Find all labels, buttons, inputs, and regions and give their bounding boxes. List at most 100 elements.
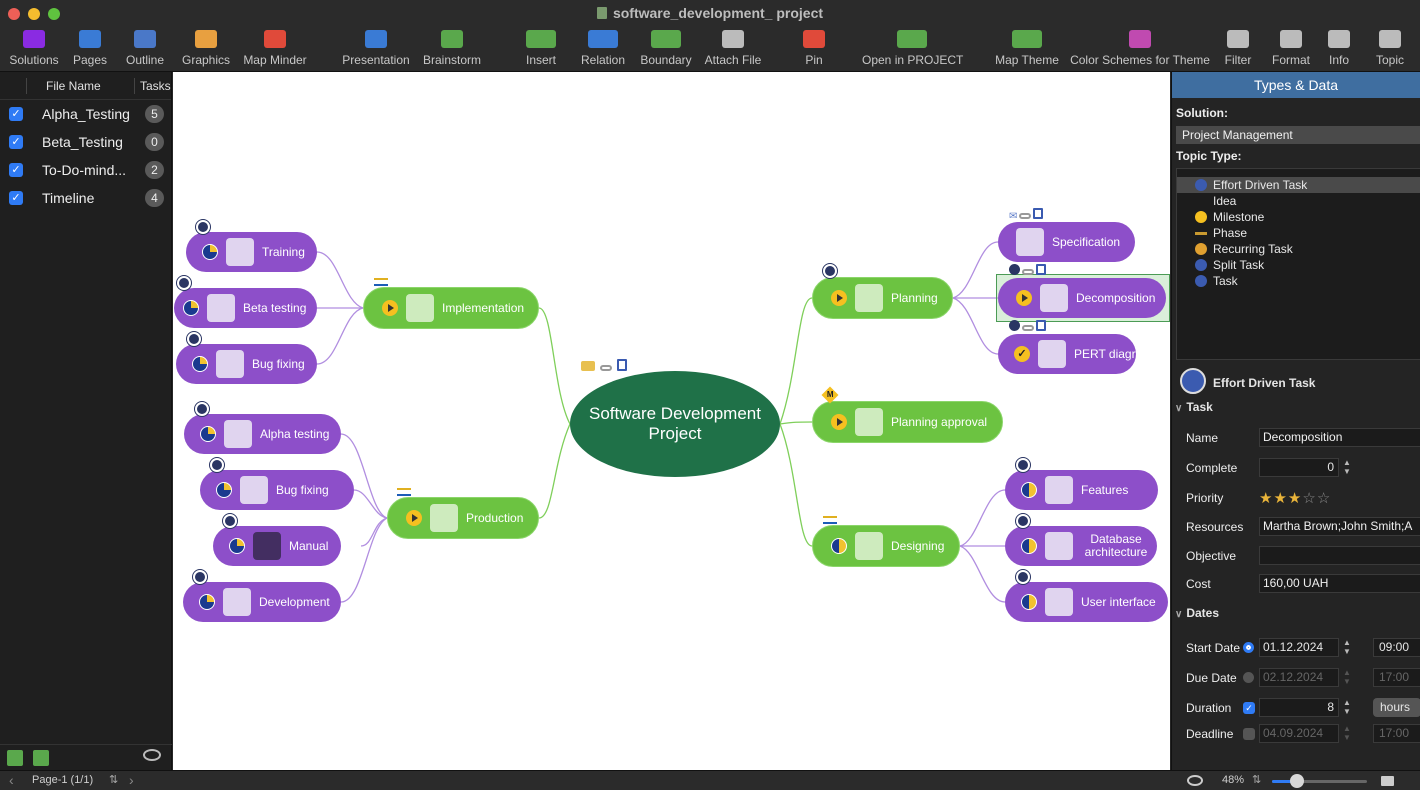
boundary-button[interactable]: Boundary xyxy=(638,28,694,72)
info-button[interactable]: Info xyxy=(1322,28,1356,72)
previous-page-button[interactable]: ‹ xyxy=(9,772,14,788)
cost-field[interactable]: 160,00 UAH xyxy=(1259,574,1420,593)
link-icon[interactable] xyxy=(1022,325,1034,331)
minimize-window-button[interactable] xyxy=(28,8,40,20)
fit-to-window-icon[interactable] xyxy=(1381,776,1394,786)
deadline-checkbox[interactable] xyxy=(1243,728,1255,740)
topic-button[interactable]: Topic xyxy=(1370,28,1410,72)
add-map-icon[interactable] xyxy=(7,750,23,766)
close-window-button[interactable] xyxy=(8,8,20,20)
open-in-project-button[interactable]: Open in PROJECT xyxy=(862,28,963,72)
eye-hidden-icon[interactable] xyxy=(143,749,161,761)
dates-section-header[interactable]: ∨Dates xyxy=(1172,606,1219,620)
zoom-slider-handle[interactable] xyxy=(1289,774,1304,788)
topic-database-architecture[interactable]: Database architecture xyxy=(1005,526,1157,566)
topic-production[interactable]: Production xyxy=(387,497,539,539)
start-time-field[interactable]: 09:00 xyxy=(1373,638,1420,657)
due-date-stepper[interactable]: ▲▼ xyxy=(1343,668,1351,686)
note-icon[interactable] xyxy=(1036,320,1046,331)
presentation-button[interactable]: Presentation xyxy=(338,28,414,72)
central-topic[interactable]: Software Development Project xyxy=(570,371,780,477)
file-checkbox[interactable]: ✓ xyxy=(9,135,23,149)
next-page-button[interactable]: › xyxy=(129,772,134,788)
topic-user-interface[interactable]: User interface xyxy=(1005,582,1168,622)
name-field[interactable]: Decomposition xyxy=(1259,428,1420,447)
format-button[interactable]: Format xyxy=(1268,28,1314,72)
filter-button[interactable]: Filter xyxy=(1220,28,1256,72)
note-icon[interactable] xyxy=(1033,208,1044,219)
topic-bug-fixing-prod[interactable]: Bug fixing xyxy=(200,470,354,510)
mail-icon[interactable]: ✉ xyxy=(1009,211,1018,222)
topic-development[interactable]: Development xyxy=(183,582,341,622)
map-minder-button[interactable]: Map Minder xyxy=(242,28,308,72)
topic-pert-diagram[interactable]: ✓ PERT diagram xyxy=(998,334,1152,374)
duration-unit-select[interactable]: hours xyxy=(1373,698,1420,717)
file-checkbox[interactable]: ✓ xyxy=(9,107,23,121)
topic-planning-approval[interactable]: Planning approval xyxy=(812,401,1003,443)
map-theme-button[interactable]: Map Theme xyxy=(992,28,1062,72)
file-checkbox[interactable]: ✓ xyxy=(9,191,23,205)
file-name-column-header[interactable]: File Name xyxy=(46,79,101,93)
objective-field[interactable] xyxy=(1259,546,1420,565)
zoom-slider[interactable] xyxy=(1272,774,1367,788)
start-date-radio[interactable] xyxy=(1243,642,1254,653)
folder-icon[interactable] xyxy=(581,361,595,371)
complete-field[interactable]: 0 xyxy=(1259,458,1339,477)
start-date-field[interactable]: 01.12.2024 xyxy=(1259,638,1339,657)
page-stepper[interactable]: ⇅ xyxy=(109,774,119,786)
relation-button[interactable]: Relation xyxy=(576,28,630,72)
solutions-button[interactable]: Solutions xyxy=(8,28,60,72)
zoom-window-button[interactable] xyxy=(48,8,60,20)
topic-type-item[interactable]: Milestone xyxy=(1177,209,1420,225)
mind-map-canvas[interactable]: Software Development Project Implementat… xyxy=(173,72,1170,770)
topic-bug-fixing-impl[interactable]: Bug fixing xyxy=(176,344,317,384)
topic-designing[interactable]: Designing xyxy=(812,525,960,567)
star-filled-icon[interactable]: ★ xyxy=(1273,490,1288,507)
pin-button[interactable]: Pin xyxy=(798,28,830,72)
star-empty-icon[interactable]: ☆ xyxy=(1316,490,1332,507)
topic-type-item[interactable]: Idea xyxy=(1177,193,1420,209)
deadline-stepper[interactable]: ▲▼ xyxy=(1343,724,1351,742)
topic-type-item[interactable]: Task xyxy=(1177,273,1420,289)
star-empty-icon[interactable]: ☆ xyxy=(1302,490,1317,507)
duration-checkbox[interactable]: ✓ xyxy=(1243,702,1255,714)
color-schemes-button[interactable]: Color Schemes for Theme xyxy=(1070,28,1210,72)
note-icon[interactable] xyxy=(1036,264,1046,275)
topic-type-item[interactable]: Effort Driven Task xyxy=(1177,177,1420,193)
add-linked-map-icon[interactable] xyxy=(33,750,49,766)
tasks-column-header[interactable]: Tasks xyxy=(140,79,171,93)
link-icon[interactable] xyxy=(599,365,612,371)
link-icon[interactable] xyxy=(1022,269,1034,275)
topic-decomposition[interactable]: Decomposition xyxy=(998,278,1166,318)
topic-manual[interactable]: Manual xyxy=(213,526,341,566)
due-time-field[interactable]: 17:00 xyxy=(1373,668,1420,687)
start-date-stepper[interactable]: ▲▼ xyxy=(1343,638,1351,656)
duration-stepper[interactable]: ▲▼ xyxy=(1343,698,1351,716)
solution-select[interactable]: Project Management xyxy=(1176,126,1420,144)
task-section-header[interactable]: ∨Task xyxy=(1172,400,1213,414)
graphics-button[interactable]: Graphics xyxy=(180,28,232,72)
star-filled-icon[interactable]: ★ xyxy=(1287,490,1303,507)
zoom-stepper[interactable]: ⇅ xyxy=(1252,774,1262,786)
brainstorm-button[interactable]: Brainstorm xyxy=(420,28,484,72)
deadline-date-field[interactable]: 04.09.2024 xyxy=(1259,724,1339,743)
note-icon[interactable] xyxy=(616,359,627,371)
pages-button[interactable]: Pages xyxy=(70,28,110,72)
topic-features[interactable]: Features xyxy=(1005,470,1158,510)
topic-planning[interactable]: Planning xyxy=(812,277,953,319)
deadline-time-field[interactable]: 17:00 xyxy=(1373,724,1420,743)
resources-field[interactable]: Martha Brown;John Smith;A xyxy=(1259,517,1420,536)
file-checkbox[interactable]: ✓ xyxy=(9,163,23,177)
file-row[interactable]: ✓To-Do-mind...2 xyxy=(0,156,171,184)
insert-button[interactable]: Insert xyxy=(516,28,566,72)
due-date-radio[interactable] xyxy=(1243,672,1254,683)
topic-type-item[interactable]: Split Task xyxy=(1177,257,1420,273)
outline-button[interactable]: Outline xyxy=(122,28,168,72)
link-icon[interactable] xyxy=(1019,213,1032,219)
topic-type-item[interactable]: Recurring Task xyxy=(1177,241,1420,257)
topic-beta-testing[interactable]: Beta testing xyxy=(174,288,317,328)
